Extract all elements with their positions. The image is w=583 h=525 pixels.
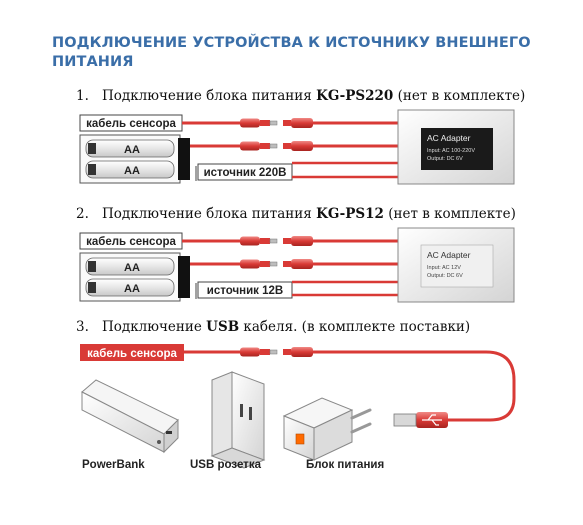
adapter-input: Input: AC 12V	[427, 265, 461, 271]
battery-aa	[85, 257, 175, 276]
dc-plug-male	[239, 118, 278, 128]
battery-label: AA	[124, 262, 140, 274]
step-2: 2. Подключение блока питания KG-PS12 (нет…	[76, 205, 516, 223]
dc-plug-male	[239, 236, 278, 246]
step-note: кабеля. (в комплекте поставки)	[239, 319, 471, 335]
step-1: 1. Подключение блока питания KG-PS220 (не…	[76, 87, 525, 105]
usb-socket-label: USB розетка	[190, 459, 262, 471]
adapter-title: AC Adapter	[427, 250, 471, 260]
sensor-cable-label: кабель сенсора	[86, 236, 176, 248]
dc-plug-female	[283, 259, 313, 269]
sensor-cable-label: кабель сенсора	[86, 118, 176, 130]
adapter-output: Output: DC 6V	[427, 156, 463, 162]
step-model: USB	[206, 319, 240, 335]
battery-aa	[85, 278, 175, 297]
adapter-input: Input: AC 100-220V	[427, 148, 475, 154]
powerbank-label: PowerBank	[82, 459, 145, 471]
diagram-3: кабель сенсора PowerBank	[80, 344, 516, 471]
power-unit-label: Блок питания	[306, 459, 384, 471]
dc-plug-female	[283, 347, 313, 357]
step-model: KG-PS220	[316, 88, 394, 104]
charger-icon	[282, 397, 372, 461]
step-number: 2.	[76, 206, 89, 222]
adapter-label-plate	[420, 244, 494, 288]
usb-icon	[422, 414, 442, 426]
adapter-title: AC Adapter	[427, 133, 471, 143]
adapter-output: Output: DC 6V	[427, 273, 463, 279]
source-label: источник 12В	[207, 285, 283, 297]
battery-aa	[85, 139, 175, 158]
dc-plug-female	[283, 141, 313, 151]
step-text: Подключение	[102, 319, 207, 335]
battery-label: AA	[124, 283, 140, 295]
step-note: (нет в комплекте)	[393, 88, 526, 104]
dc-plug-male	[239, 259, 278, 269]
step-model: KG-PS12	[316, 206, 384, 222]
source-label-box	[197, 163, 293, 181]
diagram-2: кабель сенсора AA AA источник 12В	[79, 227, 515, 303]
sensor-cable-label: кабель сенсора	[87, 348, 177, 360]
battery-clip	[178, 256, 190, 298]
step-text: Подключение блока питания	[102, 206, 317, 222]
step-note: (нет в комплекте)	[383, 206, 516, 222]
step-text: Подключение блока питания	[102, 88, 317, 104]
dc-plug-male	[239, 141, 278, 151]
step-number: 3.	[76, 319, 89, 335]
dc-plug-female	[283, 236, 313, 246]
sensor-cable-label-box	[80, 344, 184, 361]
dc-plug-male	[239, 347, 278, 357]
battery-clip	[178, 138, 190, 180]
battery-aa	[85, 160, 175, 179]
dc-plug-female	[283, 118, 313, 128]
step-number: 1.	[76, 88, 89, 104]
usb-cable-wire	[313, 350, 516, 422]
step-3: 3. Подключение USB кабеля. (в комплекте п…	[76, 318, 470, 336]
adapter-label-plate	[421, 128, 493, 170]
source-label: источник 220В	[204, 167, 287, 179]
usb-socket-icon	[210, 371, 266, 469]
battery-label: AA	[124, 165, 140, 177]
diagram-1: кабель сенсора AA AA источник 220В	[79, 109, 515, 185]
page-title: ПОДКЛЮЧЕНИЕ УСТРОЙСТВА К ИСТОЧНИКУ ВНЕШН…	[52, 35, 531, 70]
powerbank-icon	[81, 379, 179, 454]
battery-label: AA	[124, 144, 140, 156]
source-label-box	[197, 281, 293, 299]
